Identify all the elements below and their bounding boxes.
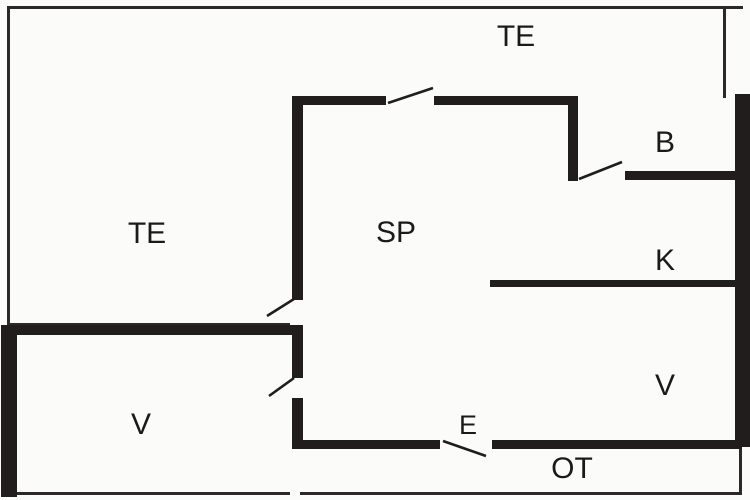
door-bathroom-swing-icon: [578, 160, 623, 181]
wall-sp-left-wall-lower: [292, 325, 303, 378]
thin-walls-group: [7, 6, 743, 495]
wall-outer-top: [7, 6, 743, 9]
room-label-b: B: [655, 126, 675, 159]
wall-b-bottom-wall: [625, 171, 741, 180]
room-label-e: E: [459, 410, 477, 440]
wall-sp-left-wall-bottom: [292, 398, 303, 448]
room-label-v-left: V: [131, 408, 151, 441]
door-sp-left-upper-opening: [292, 300, 303, 325]
wall-outer-bottom-left: [17, 492, 290, 495]
wall-bottom-wall-right: [492, 440, 742, 449]
door-sp-left-lower-swing-icon: [268, 376, 295, 398]
room-label-sp: SP: [376, 216, 416, 249]
thick-walls-group: [1, 94, 750, 497]
door-sp-left-upper-swing-icon: [266, 297, 295, 318]
wall-ot-bottom: [300, 492, 742, 495]
wall-te-top-right-edge: [723, 6, 726, 98]
door-entrance-opening: [440, 440, 492, 449]
door-bathroom-opening: [578, 171, 625, 180]
wall-sp-top-wall-right: [434, 96, 568, 105]
room-label-v-right: V: [655, 369, 675, 402]
wall-k-v-divider: [490, 280, 736, 287]
door-entrance-swing-icon: [442, 439, 487, 458]
door-swings-group: [266, 86, 623, 458]
wall-te-v-divider-thick: [10, 325, 302, 335]
door-sp-left-lower-opening: [292, 378, 303, 398]
wall-v-left-exterior: [1, 325, 17, 497]
wall-sp-left-wall: [292, 96, 303, 300]
room-label-te-top: TE: [497, 20, 535, 53]
wall-right-exterior-wall: [735, 94, 750, 447]
wall-outer-left-upper: [7, 6, 10, 326]
room-label-k: K: [655, 244, 675, 277]
door-sp-top-opening: [386, 96, 434, 105]
wall-b-left-wall: [568, 96, 578, 181]
wall-sp-top-wall-left: [292, 96, 386, 105]
door-gaps-group: [292, 96, 625, 449]
wall-te-v-divider-left: [10, 323, 290, 326]
wall-bottom-wall-left: [292, 440, 440, 449]
room-labels-group: TE TE SP B K V V E OT: [128, 20, 675, 485]
room-label-te-left: TE: [128, 217, 166, 250]
wall-ot-right: [739, 447, 742, 495]
door-sp-top-swing-icon: [387, 86, 434, 105]
room-label-ot: OT: [551, 452, 593, 485]
